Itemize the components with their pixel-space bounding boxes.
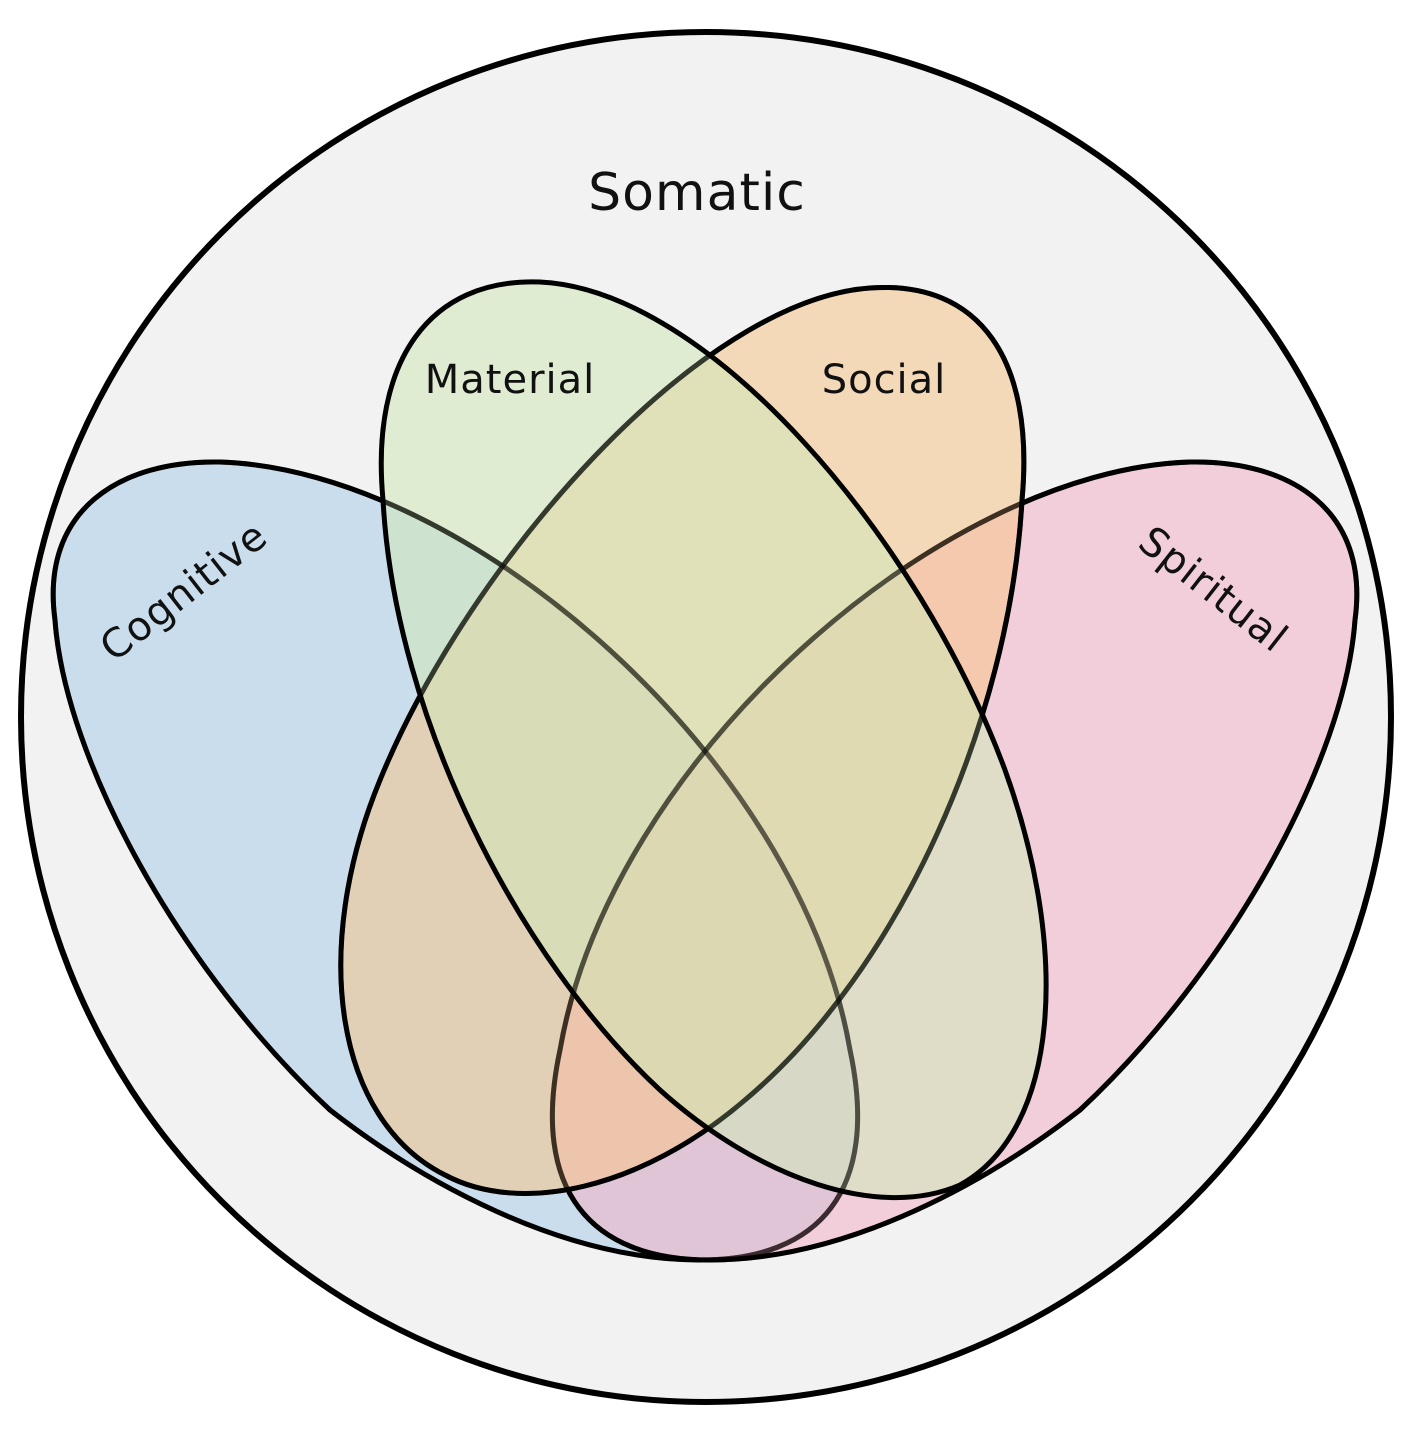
material-label: Material: [425, 357, 596, 403]
cognitive-set-outline: [50, 459, 861, 1263]
somatic-label: Somatic: [588, 163, 806, 223]
spiritual-set-outline: [549, 459, 1360, 1263]
social-label: Social: [822, 357, 947, 403]
social-set-outline: [338, 284, 1027, 1196]
